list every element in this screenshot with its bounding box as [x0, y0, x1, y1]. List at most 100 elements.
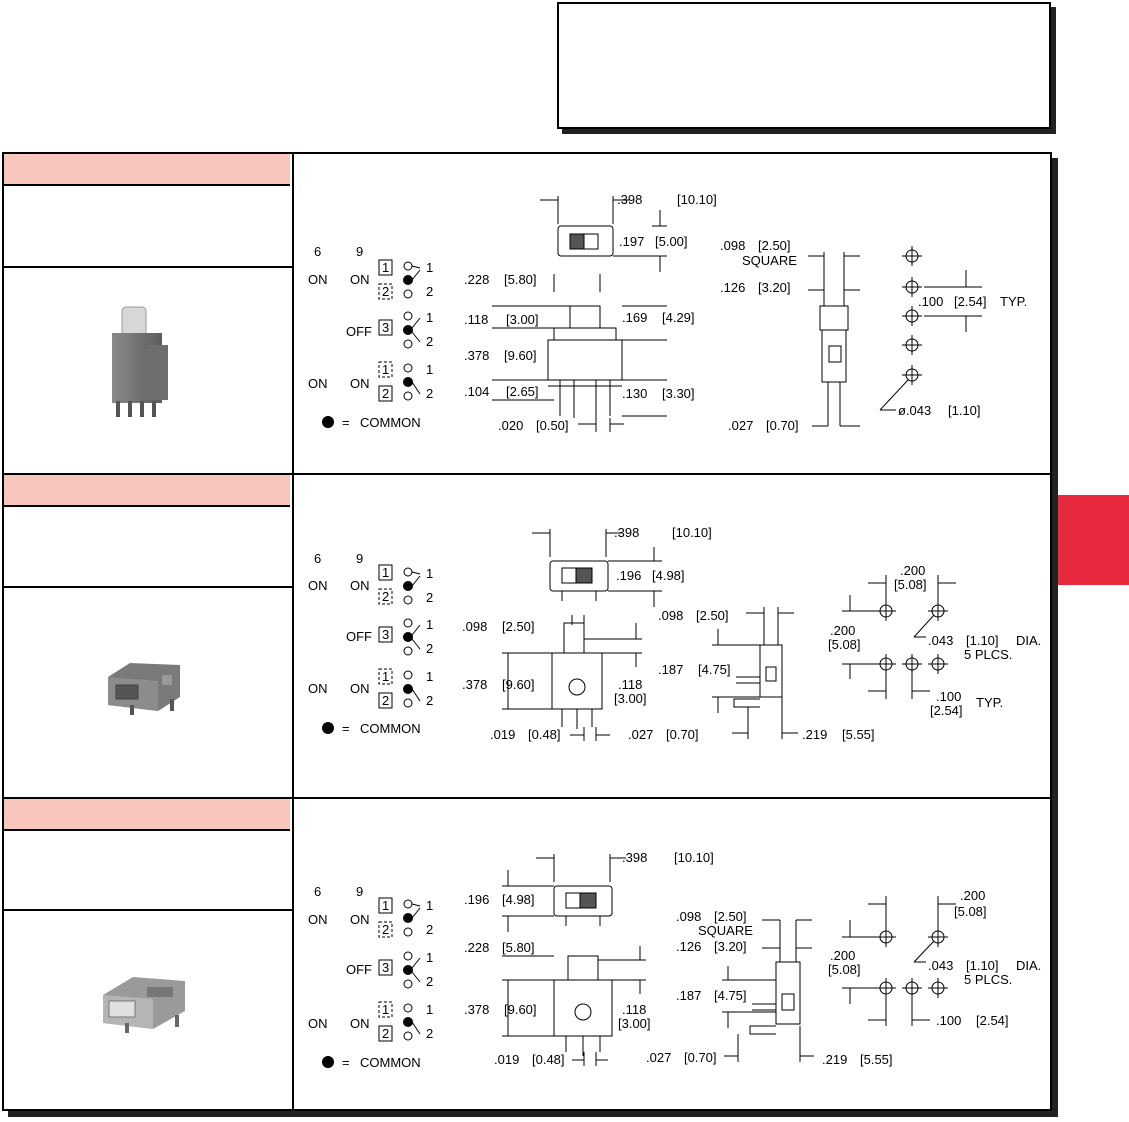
svg-text:ON: ON	[350, 1016, 370, 1031]
row1-drawing: 6 9 ON ON 1 2 12 OFF 3 12 ON ON 1 2 12 =…	[308, 192, 1027, 433]
svg-text:6: 6	[314, 244, 321, 259]
row2-side-a-mm: [2.50]	[696, 608, 729, 623]
product-photo-2	[108, 663, 180, 715]
row-divider-2	[4, 797, 1050, 799]
svg-text:2: 2	[426, 693, 433, 708]
row2-pcb-pitch: .100	[936, 689, 961, 704]
svg-text:1: 1	[426, 669, 433, 684]
row3-side-b-mm: [3.20]	[714, 939, 747, 954]
svg-text:2: 2	[426, 974, 433, 989]
row1-top-view	[540, 196, 667, 272]
row1-top-h-mm: [5.00]	[655, 234, 688, 249]
row1-front-d-mm: [9.60]	[504, 348, 537, 363]
svg-text:3: 3	[382, 320, 389, 335]
svg-text:=: =	[342, 1055, 350, 1070]
svg-text:OFF: OFF	[346, 324, 372, 339]
row2-front-g: .019	[490, 727, 515, 742]
svg-text:ON: ON	[308, 1016, 328, 1031]
row2-side-view	[712, 607, 798, 739]
row3-pcb-dia-note: DIA.	[1016, 958, 1041, 973]
row2-pcb-dia-note: DIA.	[1016, 633, 1041, 648]
svg-text:ON: ON	[350, 376, 370, 391]
svg-text:1: 1	[382, 260, 389, 275]
row3-front-b: .118	[622, 1002, 646, 1017]
svg-text:6: 6	[314, 551, 321, 566]
row2-pcb-plcs: 5 PLCS.	[964, 647, 1012, 662]
row2-top-h-mm: [4.98]	[652, 568, 685, 583]
row2-drawing: 6 9 ON ON 1 2 12 OFF 3 12 ON ON 1 2 12 =…	[308, 525, 1041, 742]
row2-top-view	[532, 529, 662, 607]
row2-front-d-mm: [9.60]	[502, 677, 535, 692]
row2-pcb-s2-mm: [5.08]	[828, 637, 861, 652]
svg-text:2: 2	[426, 922, 433, 937]
row2-pcb-pitch-mm: [2.54]	[930, 703, 963, 718]
row2-pcb-pitch-note: TYP.	[976, 695, 1003, 710]
row1-side-c-mm: [0.70]	[766, 418, 799, 433]
svg-text:OFF: OFF	[346, 629, 372, 644]
row1-front-g: .020	[498, 418, 523, 433]
row2-side-d-mm: [5.55]	[842, 727, 875, 742]
svg-text:1: 1	[426, 566, 433, 581]
row1-schematic: 6 9 ON ON 1 2 12 OFF 3 12 ON ON 1 2 12 =…	[308, 244, 433, 430]
row3-front-g-mm: [0.48]	[532, 1052, 565, 1067]
row3-pcb-dia-mm: [1.10]	[966, 958, 999, 973]
row3-side-a-note: SQUARE	[698, 923, 753, 938]
row2-front-a-mm: [2.50]	[502, 619, 535, 634]
row1-front-f: .130	[622, 386, 647, 401]
row2-schematic: 6 9 ON ON 1 2 12 OFF 3 12 ON ON 1 2 12 =…	[308, 551, 433, 736]
row2-side-b: .187	[658, 662, 683, 677]
row2-header-band	[4, 475, 290, 507]
row3-top-w-mm: [10.10]	[674, 850, 714, 865]
row1-side-b-mm: [3.20]	[758, 280, 791, 295]
svg-text:COMMON: COMMON	[360, 415, 421, 430]
row1-top-w-mm: [10.10]	[677, 192, 717, 207]
row1-pcb-dia-mm: [1.10]	[948, 403, 981, 418]
row3-side-c: .027	[646, 1050, 671, 1065]
row3-schematic: 6 9 ON ON 1 2 12 OFF 3 12 ON ON 1 2 12 =…	[308, 884, 433, 1070]
svg-text:1: 1	[426, 1002, 433, 1017]
row1-pcb-layout	[879, 246, 982, 411]
svg-text:COMMON: COMMON	[360, 1055, 421, 1070]
row1-side-a-note: SQUARE	[742, 253, 797, 268]
row1-front-a: .228	[464, 272, 489, 287]
svg-text:2: 2	[382, 386, 389, 401]
svg-text:1: 1	[382, 565, 389, 580]
row3-pcb-s2: .200	[830, 948, 855, 963]
row1-front-a-mm: [5.80]	[504, 272, 537, 287]
row1-side-a: .098	[720, 238, 745, 253]
svg-text:6: 6	[314, 884, 321, 899]
row1-header-band	[4, 154, 290, 186]
svg-text:9: 9	[356, 551, 363, 566]
header-box	[557, 2, 1051, 129]
row3-top-h-mm: [4.98]	[502, 892, 535, 907]
row2-front-a: .098	[462, 619, 487, 634]
svg-text:1: 1	[382, 898, 389, 913]
row2-pcb-s1-mm: [5.08]	[894, 577, 927, 592]
svg-text:1: 1	[382, 362, 389, 377]
row3-front-a: .228	[464, 940, 489, 955]
row3-drawing: 6 9 ON ON 1 2 12 OFF 3 12 ON ON 1 2 12 =…	[308, 850, 1041, 1070]
row3-front-g: .019	[494, 1052, 519, 1067]
row3-pcb-pitch: .100	[936, 1013, 961, 1028]
row1-pcb-pitch: .100	[918, 294, 943, 309]
row2-pcb-dia: .043	[928, 633, 953, 648]
row2-pcb-layout	[842, 575, 956, 699]
row1-top-w: .398	[617, 192, 642, 207]
row2-front-b: .118	[618, 677, 642, 692]
svg-text:COMMON: COMMON	[360, 721, 421, 736]
row3-pcb-s2-mm: [5.08]	[828, 962, 861, 977]
row1-front-f-mm: [3.30]	[662, 386, 695, 401]
row3-side-e-mm: [4.75]	[714, 988, 747, 1003]
product-photo-3	[103, 977, 185, 1033]
row3-top-h: .196	[464, 892, 489, 907]
svg-text:ON: ON	[308, 376, 328, 391]
row3-pcb-s1: .200	[960, 888, 985, 903]
row2-front-b-mm: [3.00]	[614, 691, 647, 706]
svg-text:9: 9	[356, 884, 363, 899]
svg-text:1: 1	[426, 310, 433, 325]
row3-pcb-layout	[842, 896, 956, 1026]
row3-header-band	[4, 799, 290, 831]
svg-text:ON: ON	[350, 681, 370, 696]
svg-text:2: 2	[382, 589, 389, 604]
svg-text:2: 2	[382, 693, 389, 708]
